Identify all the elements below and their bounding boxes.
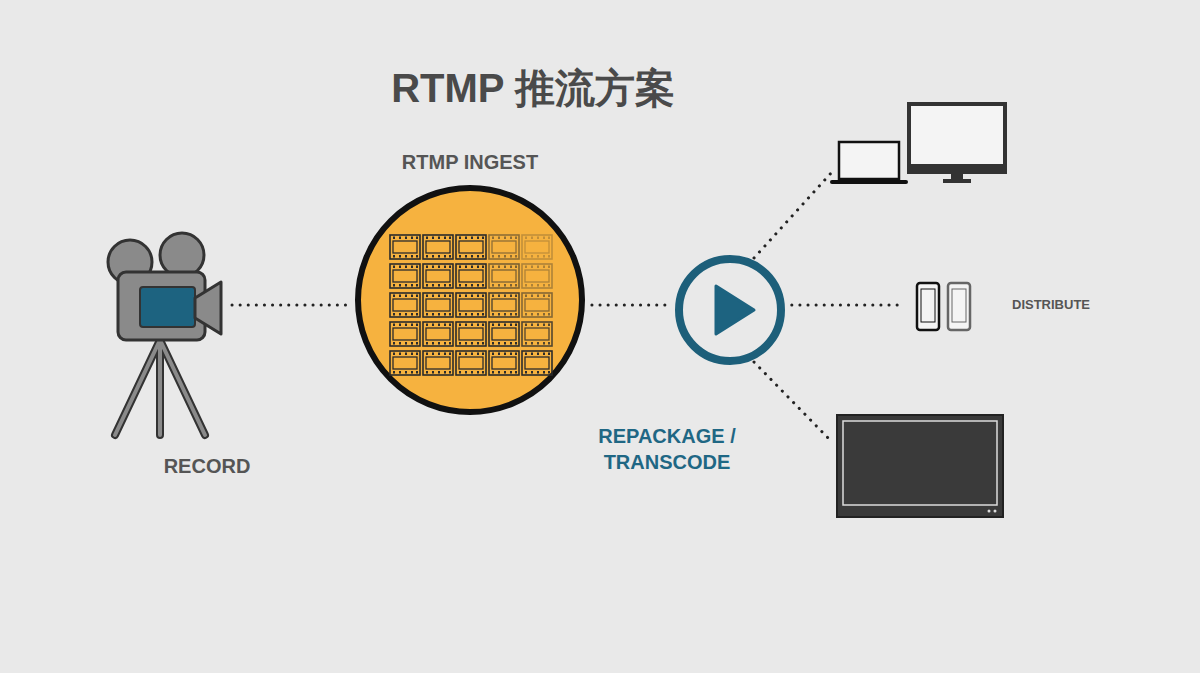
film-frame xyxy=(456,293,486,317)
circle-shape xyxy=(679,259,781,361)
film-frame xyxy=(522,235,552,259)
monitor-icon xyxy=(909,104,1005,183)
film-frame xyxy=(423,264,453,288)
film-frame xyxy=(522,322,552,346)
dotted-connector xyxy=(232,304,348,307)
circle-shape xyxy=(358,188,582,412)
film-frame xyxy=(390,322,420,346)
diagram-title: RTMP 推流方案 xyxy=(391,61,675,116)
film-frame xyxy=(489,322,519,346)
film-frame xyxy=(522,264,552,288)
film-frame xyxy=(489,235,519,259)
icon-box: DISTRIBUTE xyxy=(912,280,974,332)
film-frame xyxy=(456,322,486,346)
film-frame xyxy=(423,322,453,346)
dotted-line xyxy=(754,362,832,442)
node-label: RECORD xyxy=(164,453,251,479)
node-label: DISTRIBUTE xyxy=(1012,297,1090,314)
process-circle: REPACKAGE / TRANSCODE xyxy=(675,255,785,365)
node-label: REPACKAGE / TRANSCODE xyxy=(577,423,757,475)
dotted-connector xyxy=(592,304,668,307)
film-frame xyxy=(390,351,420,375)
tv-icon xyxy=(837,415,1003,517)
film-frame xyxy=(390,293,420,317)
film-frame xyxy=(489,293,519,317)
film-frame xyxy=(456,264,486,288)
dotted-connector xyxy=(792,304,905,307)
film-frame xyxy=(423,351,453,375)
film-frame xyxy=(456,235,486,259)
film-frame xyxy=(423,293,453,317)
film-frame xyxy=(423,235,453,259)
film-frame xyxy=(390,235,420,259)
film-frame xyxy=(489,264,519,288)
node-label: RTMP INGEST xyxy=(402,149,538,175)
icon-box: RECORD xyxy=(105,232,225,440)
film-frame xyxy=(522,293,552,317)
phone-icons xyxy=(917,283,970,330)
laptop-icon xyxy=(832,142,906,182)
circle-outline xyxy=(355,185,585,415)
dotted-line xyxy=(754,172,832,258)
film-frame xyxy=(390,264,420,288)
process-circle: RTMP INGEST xyxy=(355,185,585,415)
film-frame xyxy=(522,351,552,375)
film-frame xyxy=(456,351,486,375)
play-symbol xyxy=(716,286,754,334)
film-frame xyxy=(489,351,519,375)
camera-icon xyxy=(108,233,221,435)
circle-outline xyxy=(675,255,785,365)
